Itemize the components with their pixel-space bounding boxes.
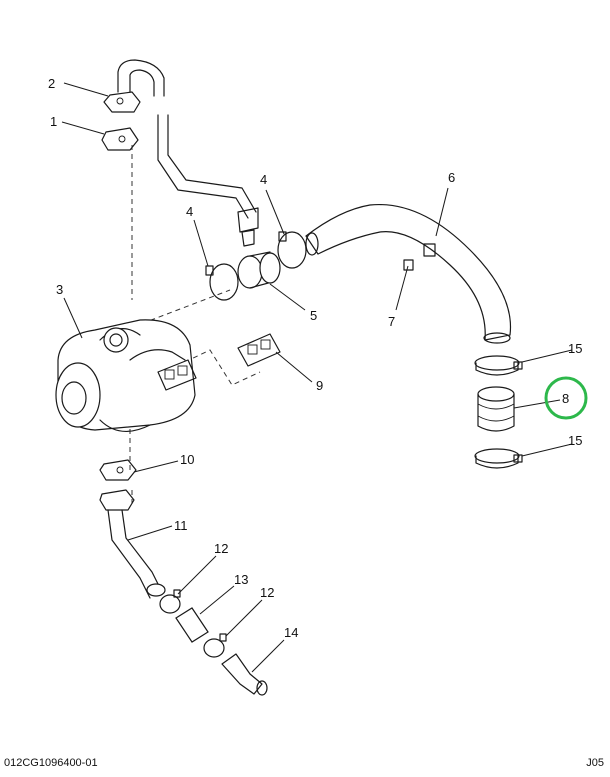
hose-clamp-lower xyxy=(474,448,523,469)
hose-clamp-right xyxy=(277,231,307,269)
callout-8-highlight-circle xyxy=(544,376,588,420)
callout-12-upper: 12 xyxy=(214,541,228,556)
turbocharger xyxy=(55,319,196,432)
oil-drain-tube xyxy=(99,489,166,599)
hose-sleeve xyxy=(477,386,515,432)
drain-hose xyxy=(175,607,209,643)
callout-10: 10 xyxy=(180,452,194,467)
callout-15-lower: 15 xyxy=(568,433,582,448)
callout-4-right: 4 xyxy=(260,172,267,187)
callout-1: 1 xyxy=(50,114,57,129)
exhaust-gasket xyxy=(157,333,281,391)
drawing-number: 012CG1096400-01 xyxy=(4,757,98,769)
drain-elbow xyxy=(221,653,268,696)
callout-13: 13 xyxy=(234,572,248,587)
callout-8: 8 xyxy=(562,391,569,406)
drain-clamp-upper xyxy=(159,589,181,614)
drain-gasket xyxy=(99,459,137,481)
fitting xyxy=(403,243,436,271)
leader-lines xyxy=(61,82,573,673)
intake-hose xyxy=(237,251,281,289)
flange-gasket xyxy=(101,127,139,151)
callout-2: 2 xyxy=(48,76,55,91)
callout-4-left: 4 xyxy=(186,204,193,219)
hose-clamp-upper xyxy=(474,355,523,376)
hose-clamp-left xyxy=(205,263,239,301)
sheet-code: J05 xyxy=(586,757,604,769)
callout-12-lower: 12 xyxy=(260,585,274,600)
callout-6: 6 xyxy=(448,170,455,185)
callout-3: 3 xyxy=(56,282,63,297)
callout-7: 7 xyxy=(388,314,395,329)
gasket-alignment-line xyxy=(184,349,261,386)
callout-5: 5 xyxy=(310,308,317,323)
callout-9: 9 xyxy=(316,378,323,393)
callout-14: 14 xyxy=(284,625,298,640)
callout-11: 11 xyxy=(174,518,188,533)
callout-15-upper: 15 xyxy=(568,341,582,356)
oil-supply-tube xyxy=(103,59,259,247)
air-inlet-tube xyxy=(305,203,512,341)
drain-clamp-lower xyxy=(203,633,227,658)
